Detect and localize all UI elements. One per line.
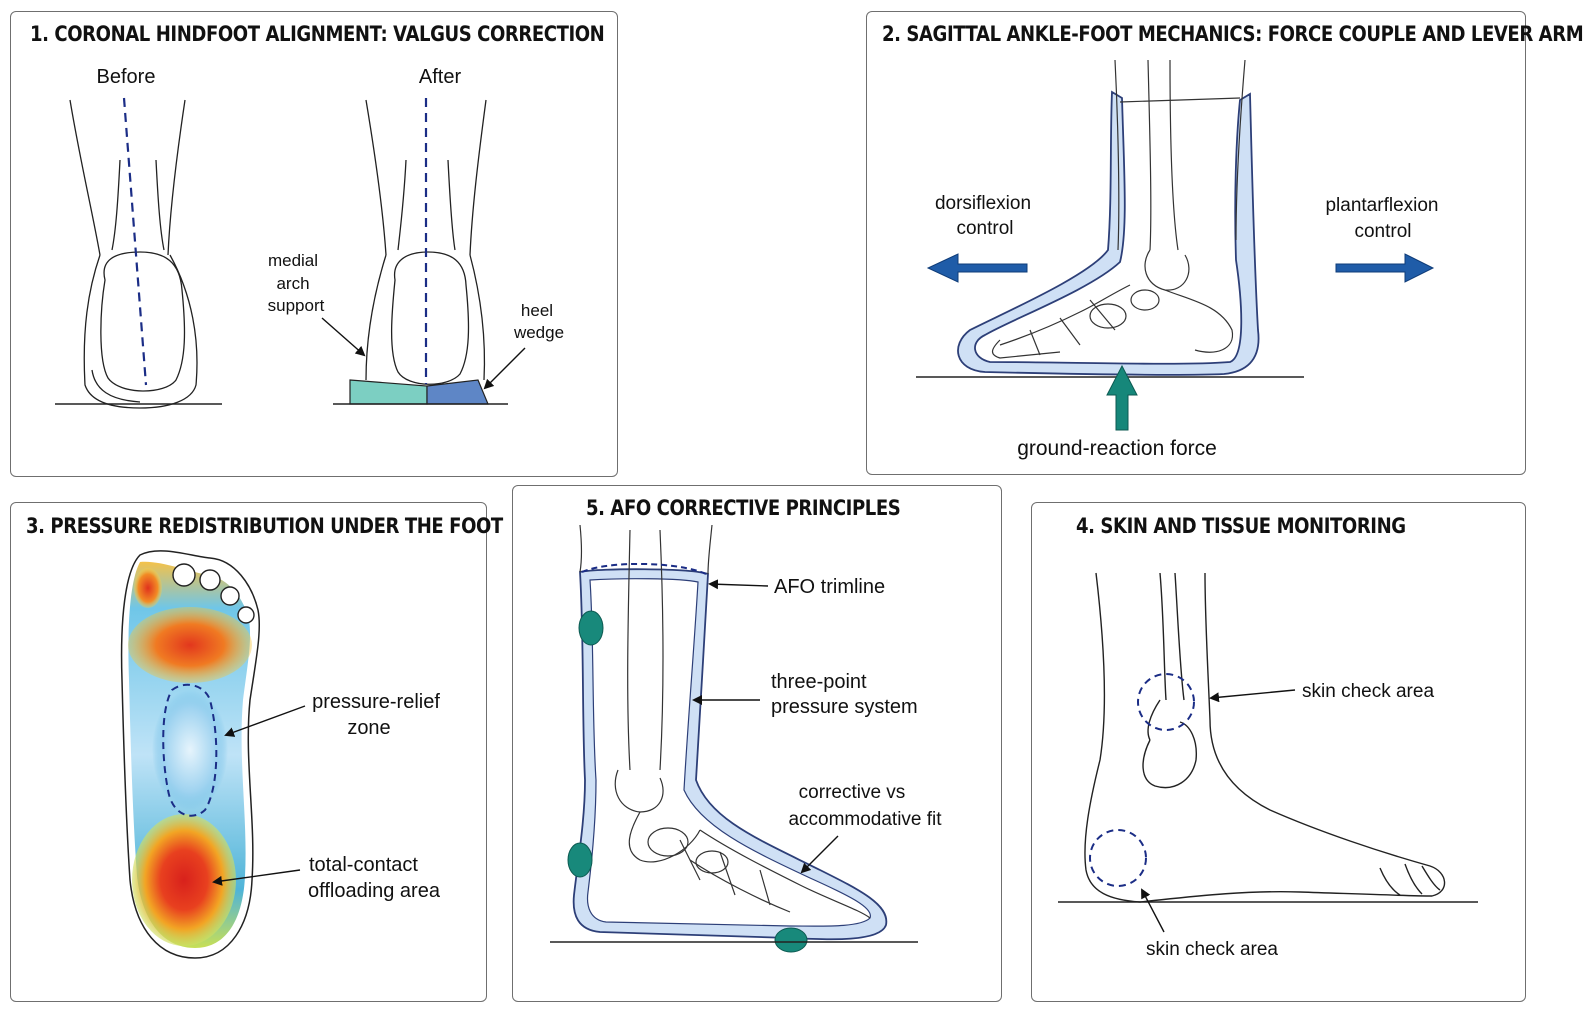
panel-2-title: 2. SAGITTAL ANKLE-FOOT MECHANICS: FORCE … bbox=[882, 22, 1583, 46]
dorsiflexion-label-1: dorsiflexion bbox=[935, 193, 1031, 214]
three-point-label-2: pressure system bbox=[771, 696, 918, 718]
skin-check-ankle-circle bbox=[1137, 673, 1195, 731]
pressure-relief-label-1: pressure-relief bbox=[312, 691, 440, 713]
total-contact-label-1: total-contact bbox=[309, 854, 418, 876]
fit-label-1: corrective vs bbox=[799, 782, 906, 803]
arch-relief-core bbox=[152, 690, 228, 810]
panel-5-title: 5. AFO CORRECTIVE PRINCIPLES bbox=[586, 496, 901, 520]
heel-wedge-label-1: heel bbox=[521, 301, 553, 320]
medial-wedge bbox=[349, 379, 428, 405]
pressure-pad-forefoot bbox=[774, 927, 808, 953]
total-contact-label-2: offloading area bbox=[308, 880, 441, 902]
ground-reaction-label: ground-reaction force bbox=[1017, 437, 1217, 460]
panel-4-title: 4. SKIN AND TISSUE MONITORING bbox=[1076, 514, 1406, 538]
forefoot-hotspot bbox=[128, 607, 252, 683]
toe-outlines bbox=[172, 563, 255, 624]
afo-leg-foot-bones bbox=[579, 524, 871, 919]
sagittal-leg-foot-bones bbox=[991, 59, 1246, 359]
afo-trimline-arrow bbox=[708, 579, 769, 590]
skin-leg-foot-outline bbox=[1084, 572, 1446, 903]
before-heel-drawing bbox=[69, 99, 198, 409]
before-label: Before bbox=[97, 66, 156, 88]
plantarflexion-label-1: plantarflexion bbox=[1325, 195, 1438, 216]
afo-inner-cavity bbox=[586, 578, 871, 927]
plantarflexion-arrow bbox=[1335, 253, 1435, 283]
pressure-relief-boundary bbox=[162, 683, 218, 817]
skin-check-label-2: skin check area bbox=[1146, 939, 1278, 960]
ground-reaction-arrow bbox=[1106, 364, 1138, 431]
plantarflexion-label-2: control bbox=[1354, 221, 1411, 242]
panel-1-title: 1. CORONAL HINDFOOT ALIGNMENT: VALGUS CO… bbox=[30, 22, 605, 46]
after-label: After bbox=[419, 66, 462, 88]
hallux-hotspot bbox=[134, 568, 162, 608]
after-heel-drawing bbox=[365, 99, 487, 385]
before-alignment-line bbox=[122, 97, 148, 386]
medial-arch-label-3: support bbox=[268, 296, 325, 315]
pressure-relief-label-2: zone bbox=[347, 717, 390, 739]
panel-sagittal-mechanics bbox=[866, 11, 1526, 475]
skin-check-heel-circle bbox=[1089, 829, 1147, 887]
afo-trimline-label: AFO trimline bbox=[774, 576, 885, 598]
medial-arch-arrow bbox=[321, 317, 366, 357]
dorsiflexion-arrow bbox=[926, 253, 1028, 283]
sagittal-orthosis-shell bbox=[957, 90, 1260, 376]
three-point-label-1: three-point bbox=[771, 671, 867, 693]
heel-hotspot bbox=[132, 814, 236, 946]
skin-check-label-1: skin check area bbox=[1302, 681, 1434, 702]
afo-trimline-dashed bbox=[581, 563, 707, 575]
pressure-relief-arrow bbox=[224, 705, 306, 737]
heel-wedge-label-2: wedge bbox=[513, 323, 564, 342]
fit-arrow bbox=[800, 835, 839, 874]
total-contact-arrow bbox=[212, 869, 301, 886]
panel-coronal-alignment bbox=[10, 11, 618, 477]
medial-arch-label-1: medial bbox=[268, 251, 318, 270]
skin-check-arrow-1 bbox=[1209, 689, 1296, 703]
pressure-pad-calf bbox=[578, 610, 604, 646]
skin-check-arrow-2 bbox=[1141, 888, 1165, 933]
pressure-pad-heel bbox=[567, 842, 593, 878]
panel-skin-monitoring bbox=[1031, 502, 1526, 1002]
illustration-canvas: Before After medial arch support heel we… bbox=[55, 59, 1478, 960]
panel-3-title: 3. PRESSURE REDISTRIBUTION UNDER THE FOO… bbox=[26, 514, 503, 538]
heel-wedge-arrow bbox=[483, 347, 526, 390]
dorsiflexion-label-2: control bbox=[956, 218, 1013, 239]
fit-label-2: accommodative fit bbox=[788, 809, 942, 830]
medial-arch-label-2: arch bbox=[276, 274, 309, 293]
